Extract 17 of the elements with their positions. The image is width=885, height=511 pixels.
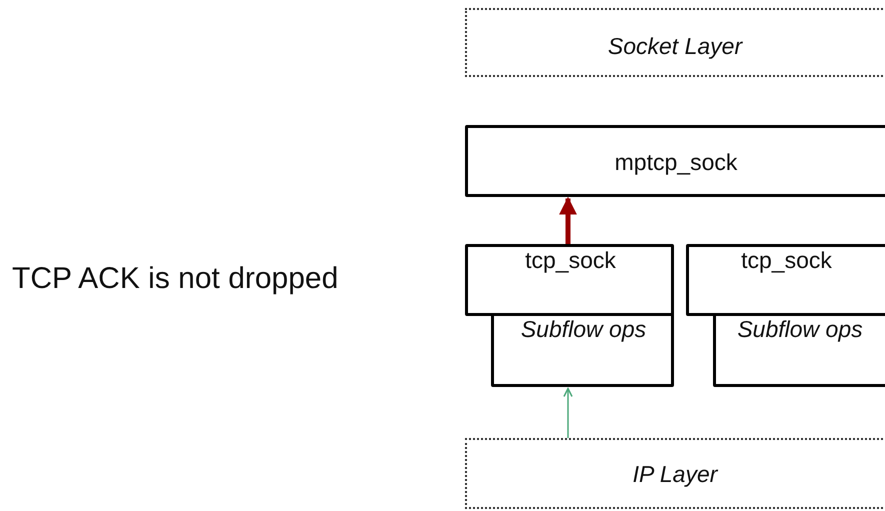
node-label: tcp_sock: [740, 247, 833, 274]
node-label: Socket Layer: [606, 33, 744, 60]
layer-band: [465, 8, 885, 77]
note-text: TCP ACK is not dropped: [12, 262, 338, 296]
socket-box: [465, 125, 885, 197]
node-label: IP Layer: [632, 461, 720, 488]
node-label: mptcp_sock: [614, 149, 738, 176]
node-label: Subflow ops: [520, 316, 648, 343]
arrow: [559, 196, 577, 244]
ops-box: [491, 313, 674, 387]
layer-band: [465, 438, 885, 509]
arrow: [563, 388, 573, 438]
socket-box: [686, 244, 885, 316]
node-label: tcp_sock: [524, 247, 617, 274]
node-label: Subflow ops: [736, 316, 864, 343]
socket-box: [465, 244, 674, 316]
ops-box: [713, 313, 885, 387]
